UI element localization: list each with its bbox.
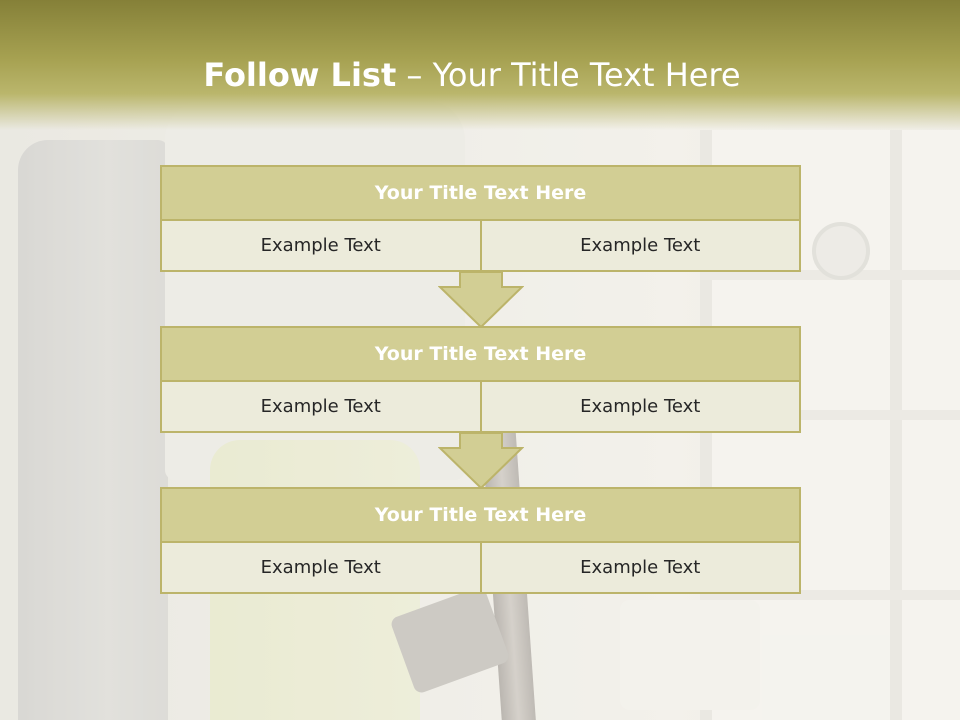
block-row: Example Text Example Text: [160, 382, 801, 433]
block-cell-right: Example Text: [479, 221, 800, 270]
down-arrow-icon: [438, 271, 524, 329]
block-cell-left: Example Text: [260, 396, 381, 417]
slide-title-bold: Follow List: [203, 56, 397, 94]
title-band: [0, 0, 960, 130]
block-row: Example Text Example Text: [160, 543, 801, 594]
block-title: Your Title Text Here: [160, 326, 801, 382]
block-cell-right: Example Text: [479, 543, 800, 592]
list-block-3: Your Title Text Here Example Text Exampl…: [160, 487, 801, 594]
block-title: Your Title Text Here: [160, 165, 801, 221]
slide-title: Follow List – Your Title Text Here: [0, 56, 944, 94]
block-cell-left: Example Text: [260, 557, 381, 578]
block-cell-right: Example Text: [479, 382, 800, 431]
list-block-2: Your Title Text Here Example Text Exampl…: [160, 326, 801, 433]
clock-image: [812, 222, 870, 280]
slide-title-rest: – Your Title Text Here: [396, 56, 741, 94]
block-row: Example Text Example Text: [160, 221, 801, 272]
down-arrow-icon: [438, 432, 524, 490]
list-block-1: Your Title Text Here Example Text Exampl…: [160, 165, 801, 272]
block-cell-left: Example Text: [260, 235, 381, 256]
block-title: Your Title Text Here: [160, 487, 801, 543]
